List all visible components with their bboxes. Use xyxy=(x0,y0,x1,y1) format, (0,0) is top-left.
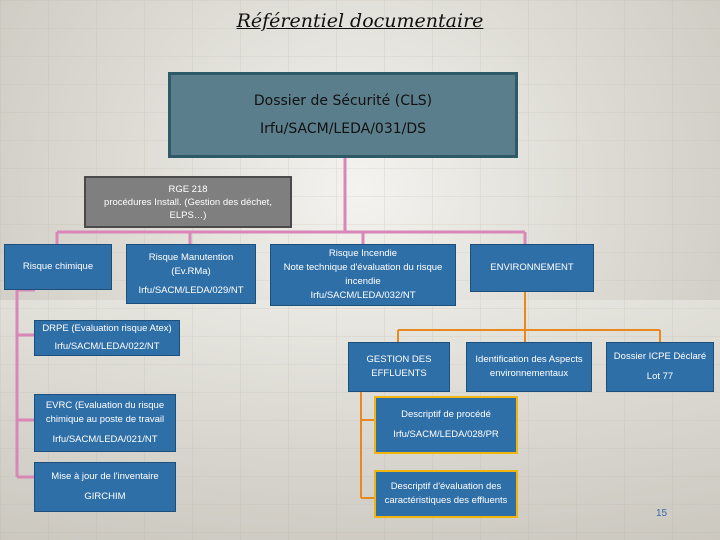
page-title: Référentiel documentaire xyxy=(236,10,484,32)
environnement-label: ENVIRONNEMENT xyxy=(490,262,574,273)
risque-manutention-box: Risque Manutention (Ev.RMa) Irfu/SACM/LE… xyxy=(126,244,256,304)
risque-incendie-title: Risque Incendie xyxy=(328,248,398,259)
descriptif-procede-ref: Irfu/SACM/LEDA/028/PR xyxy=(393,429,499,440)
dossier-securite-title: Dossier de Sécurité (CLS) xyxy=(253,93,433,109)
risque-incendie-ref: Irfu/SACM/LEDA/032/NT xyxy=(310,290,416,301)
risque-manutention-sub: (Ev.RMa) xyxy=(171,265,211,277)
gestion-effluents-box: GESTION DES EFFLUENTS xyxy=(348,342,450,392)
icpe-box: Dossier ICPE Déclaré Lot 77 xyxy=(606,342,714,392)
rge-box: RGE 218 procédures Install. (Gestion des… xyxy=(84,176,292,228)
inventaire-title: Mise à jour de l'inventaire xyxy=(51,471,159,482)
identification-aspects-box: Identification des Aspects environnement… xyxy=(466,342,592,392)
risque-incendie-note: Note technique d'évaluation du risque xyxy=(283,262,443,273)
descriptif-procede-box: Descriptif de procédé Irfu/SACM/LEDA/028… xyxy=(374,396,518,454)
drpe-title: DRPE (Evaluation risque Atex) xyxy=(42,323,172,334)
gestion-effluents-line2: EFFLUENTS xyxy=(371,368,427,379)
drpe-ref: Irfu/SACM/LEDA/022/NT xyxy=(54,341,160,352)
evrc-sub: chimique au poste de travail xyxy=(45,414,165,425)
icpe-title: Dossier ICPE Déclaré xyxy=(613,351,707,362)
descriptif-evaluation-box: Descriptif d'évaluation des caractéristi… xyxy=(374,470,518,518)
identification-line1: Identification des Aspects xyxy=(475,354,583,365)
risque-manutention-title: Risque Manutention xyxy=(148,251,234,263)
identification-line2: environnementaux xyxy=(489,368,569,379)
risque-incendie-note-2: incendie xyxy=(345,276,381,287)
inventaire-box: Mise à jour de l'inventaire GIRCHIM xyxy=(34,462,176,512)
descriptif-evaluation-line2: caractéristiques des effluents xyxy=(384,495,508,506)
inventaire-sub: GIRCHIM xyxy=(84,491,126,502)
rge-line1: RGE 218 xyxy=(168,183,208,195)
risque-chimique-box: Risque chimique xyxy=(4,244,112,290)
dossier-securite-box: Dossier de Sécurité (CLS) Irfu/SACM/LEDA… xyxy=(168,72,518,158)
drpe-box: DRPE (Evaluation risque Atex) Irfu/SACM/… xyxy=(34,320,180,356)
dossier-securite-ref: Irfu/SACM/LEDA/031/DS xyxy=(259,121,427,137)
icpe-lot: Lot 77 xyxy=(646,371,674,382)
evrc-title: EVRC (Evaluation du risque xyxy=(45,400,165,411)
descriptif-evaluation-line1: Descriptif d'évaluation des xyxy=(390,481,502,492)
evrc-box: EVRC (Evaluation du risque chimique au p… xyxy=(34,394,176,452)
gestion-effluents-line1: GESTION DES xyxy=(366,354,432,365)
environnement-box: ENVIRONNEMENT xyxy=(470,244,594,292)
descriptif-procede-title: Descriptif de procédé xyxy=(401,409,491,420)
page-number: 15 xyxy=(656,508,668,519)
risque-incendie-box: Risque Incendie Note technique d'évaluat… xyxy=(270,244,456,306)
evrc-ref: Irfu/SACM/LEDA/021/NT xyxy=(52,434,158,445)
risque-manutention-ref: Irfu/SACM/LEDA/029/NT xyxy=(138,284,244,296)
rge-line2: procédures Install. (Gestion des déchet, xyxy=(104,196,272,208)
rge-line3: ELPS…) xyxy=(169,209,207,221)
risque-chimique-label: Risque chimique xyxy=(22,261,94,272)
